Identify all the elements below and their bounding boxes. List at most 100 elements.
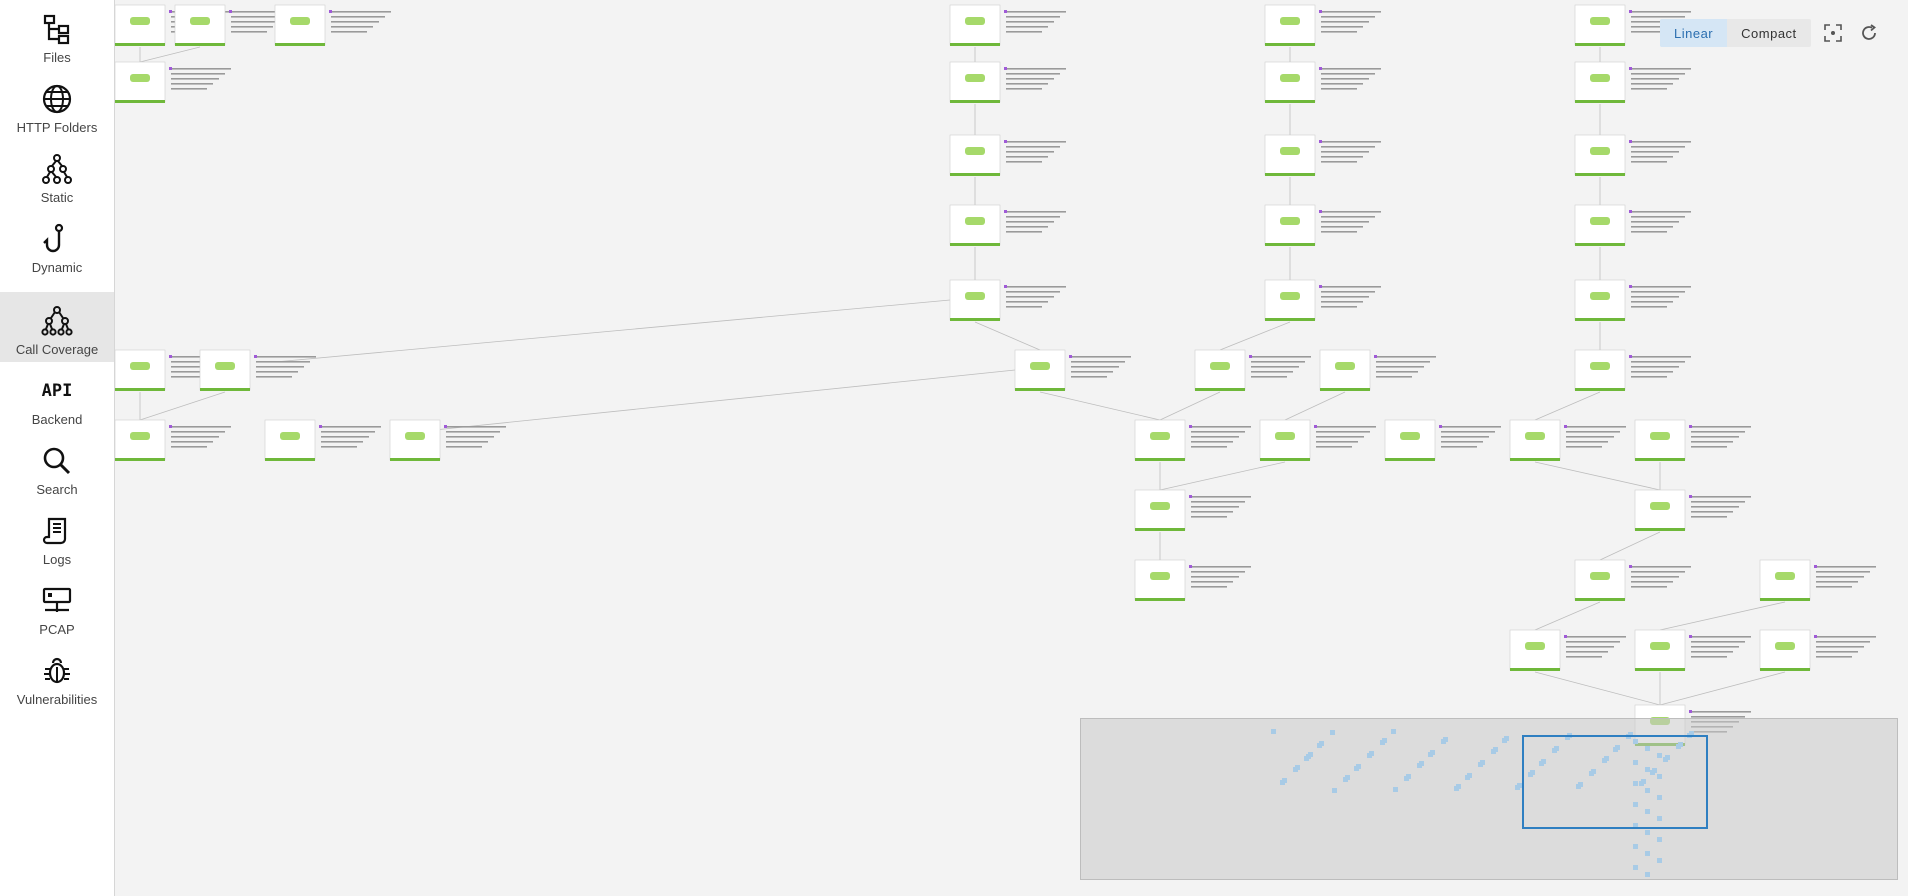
call-node[interactable] <box>1319 349 1436 391</box>
hook-icon <box>40 222 74 256</box>
minimap[interactable] <box>1080 718 1898 880</box>
network-icon <box>40 584 74 618</box>
call-node[interactable] <box>949 204 1066 246</box>
call-edge <box>1219 321 1291 351</box>
fit-view-icon[interactable] <box>1819 19 1847 47</box>
minimap-node <box>1576 784 1581 789</box>
minimap-node <box>1645 767 1650 772</box>
call-node[interactable] <box>1384 419 1501 461</box>
call-node[interactable] <box>174 4 291 46</box>
call-edge <box>1159 391 1221 421</box>
call-node[interactable] <box>264 419 381 461</box>
sidebar-item-vulnerabilities[interactable]: Vulnerabilities <box>0 642 114 712</box>
sidebar-item-search[interactable]: Search <box>0 432 114 502</box>
call-node[interactable] <box>1194 349 1311 391</box>
minimap-node <box>1657 774 1662 779</box>
call-node[interactable] <box>1574 4 1691 46</box>
sidebar-item-logs[interactable]: Logs <box>0 502 114 572</box>
minimap-node <box>1539 761 1544 766</box>
call-node[interactable] <box>1259 419 1376 461</box>
minimap-node <box>1404 776 1409 781</box>
compact-button[interactable]: Compact <box>1741 25 1797 41</box>
call-node[interactable] <box>1264 279 1381 321</box>
sidebar-item-files[interactable]: Files <box>0 0 114 70</box>
call-edge <box>274 299 951 363</box>
minimap-node <box>1515 785 1520 790</box>
call-node[interactable] <box>1759 559 1876 601</box>
call-edge <box>974 321 1041 351</box>
minimap-node <box>1354 766 1359 771</box>
minimap-node <box>1367 753 1372 758</box>
linear-button[interactable]: Linear <box>1660 19 1728 47</box>
call-node[interactable] <box>949 134 1066 176</box>
minimap-node <box>1645 851 1650 856</box>
call-edge <box>1659 601 1786 631</box>
call-node[interactable] <box>1574 349 1691 391</box>
layout-toggle: Linear Compact <box>1660 19 1811 47</box>
minimap-node <box>1633 781 1638 786</box>
static-graph-icon <box>40 152 74 186</box>
minimap-node <box>1645 746 1650 751</box>
call-node[interactable] <box>1574 559 1691 601</box>
minimap-node <box>1380 740 1385 745</box>
call-node[interactable] <box>949 279 1066 321</box>
minimap-node <box>1417 763 1422 768</box>
sidebar-item-static[interactable]: Static <box>0 140 114 210</box>
call-graph[interactable] <box>115 0 1908 896</box>
call-node[interactable] <box>1574 61 1691 103</box>
sidebar-item-backend[interactable]: API Backend <box>0 362 114 432</box>
call-node[interactable] <box>115 419 231 461</box>
api-icon: API <box>40 374 74 408</box>
call-node[interactable] <box>1574 134 1691 176</box>
minimap-node <box>1478 762 1483 767</box>
call-edge <box>1534 461 1661 491</box>
call-node[interactable] <box>1759 629 1876 671</box>
call-edge <box>1659 671 1786 706</box>
minimap-node <box>1645 830 1650 835</box>
minimap-node <box>1565 735 1570 740</box>
minimap-viewport[interactable] <box>1522 735 1708 829</box>
minimap-graph <box>1271 729 1694 877</box>
call-node[interactable] <box>949 4 1066 46</box>
minimap-node <box>1441 739 1446 744</box>
call-node[interactable] <box>1509 419 1626 461</box>
api-glyph: API <box>41 381 73 401</box>
call-node[interactable] <box>199 349 316 391</box>
call-node[interactable] <box>389 419 506 461</box>
sidebar-item-pcap[interactable]: PCAP <box>0 572 114 642</box>
sidebar-item-call-coverage[interactable]: Call Coverage <box>0 292 114 362</box>
minimap-node <box>1633 844 1638 849</box>
call-node[interactable] <box>1634 419 1751 461</box>
minimap-node <box>1602 758 1607 763</box>
call-node[interactable] <box>1574 279 1691 321</box>
call-node[interactable] <box>1264 4 1381 46</box>
call-edge <box>414 369 1016 433</box>
call-node[interactable] <box>1574 204 1691 246</box>
call-node[interactable] <box>1264 61 1381 103</box>
sidebar-item-dynamic[interactable]: Dynamic <box>0 210 114 280</box>
sidebar-item-http-folders[interactable]: HTTP Folders <box>0 70 114 140</box>
call-node[interactable] <box>1134 559 1251 601</box>
call-node[interactable] <box>1134 489 1251 531</box>
call-node[interactable] <box>274 4 391 46</box>
call-node[interactable] <box>1634 489 1751 531</box>
call-node[interactable] <box>1264 204 1381 246</box>
sidebar-item-label: Search <box>36 482 78 497</box>
call-node[interactable] <box>115 61 231 103</box>
call-node[interactable] <box>949 61 1066 103</box>
call-edge <box>1534 671 1661 706</box>
minimap-node <box>1552 748 1557 753</box>
refresh-icon[interactable] <box>1855 19 1883 47</box>
minimap-node <box>1317 743 1322 748</box>
call-node[interactable] <box>1134 419 1251 461</box>
minimap-node <box>1280 780 1285 785</box>
sidebar-item-label: Dynamic <box>31 260 83 275</box>
call-node[interactable] <box>1014 349 1131 391</box>
sidebar-item-label: HTTP Folders <box>16 120 98 135</box>
call-node[interactable] <box>1509 629 1626 671</box>
call-node[interactable] <box>1264 134 1381 176</box>
call-coverage-canvas[interactable] <box>115 0 1908 896</box>
minimap-node <box>1428 752 1433 757</box>
call-node[interactable] <box>1634 629 1751 671</box>
minimap-node <box>1657 795 1662 800</box>
